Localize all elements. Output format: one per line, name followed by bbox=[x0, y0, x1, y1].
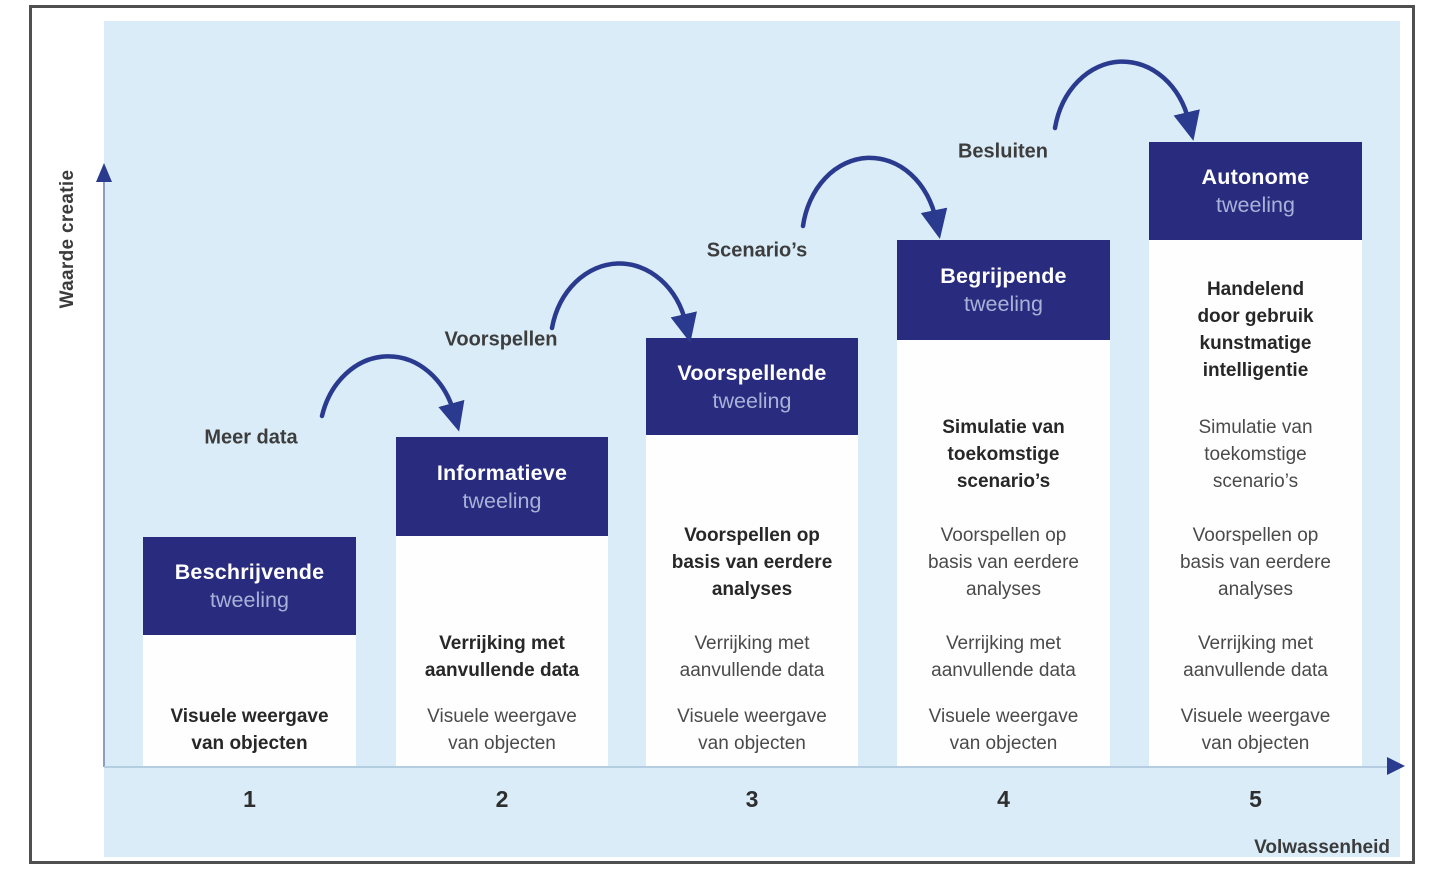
capability-voorspellen: Voorspellen op basis van eerdere analyse… bbox=[927, 525, 1080, 600]
level-2-title: Informatieve bbox=[436, 460, 568, 485]
x-tick-2: 2 bbox=[495, 786, 509, 812]
maturity-level-5-column: Autonome tweeling Handelend door gebruik… bbox=[1149, 0, 1362, 879]
maturity-level-4-column: Begrijpende tweeling Simulatie van toeko… bbox=[897, 0, 1110, 879]
level-3-title: Voorspellende bbox=[677, 360, 827, 385]
capability-visuele-weergave: Visuele weergave van objecten bbox=[427, 706, 577, 754]
x-axis-label: Volwassenheid bbox=[1254, 837, 1390, 858]
x-axis-line bbox=[104, 766, 1389, 768]
capability-stack bbox=[646, 435, 858, 766]
arrow-label-voorspellen: Voorspellen bbox=[444, 328, 558, 351]
capability-visuele-weergave: Visuele weergave van objecten bbox=[928, 706, 1079, 754]
capability-verrijking: Verrijking met aanvullende data bbox=[424, 633, 580, 681]
x-tick-4: 4 bbox=[997, 786, 1010, 812]
capability-visuele-weergave: Visuele weergave van objecten bbox=[1180, 706, 1331, 754]
capability-verrijking: Verrijking met aanvullende data bbox=[679, 633, 825, 681]
level-4-box: Begrijpende tweeling bbox=[897, 240, 1110, 340]
maturity-level-2-column: Informatieve tweeling Verrijking met aan… bbox=[396, 0, 608, 879]
capability-stack bbox=[1149, 240, 1362, 766]
level-2-subtitle: tweeling bbox=[462, 488, 542, 513]
arrow-label-besluiten: Besluiten bbox=[957, 140, 1049, 163]
x-tick-1: 1 bbox=[243, 786, 256, 812]
y-axis-arrowhead-icon bbox=[96, 163, 112, 182]
arrow-label-meer-data: Meer data bbox=[204, 426, 298, 449]
capability-stack bbox=[396, 536, 608, 766]
level-5-title: Autonome bbox=[1201, 165, 1310, 189]
capability-simulatie: Simulatie van toekomstige scenario’s bbox=[1198, 417, 1313, 492]
x-tick-3: 3 bbox=[745, 786, 759, 812]
capability-visuele-weergave: Visuele weergave van objecten bbox=[170, 706, 329, 754]
x-tick-5: 5 bbox=[1249, 786, 1262, 812]
capability-handelend: Handelend door gebruik kunstmatige intel… bbox=[1197, 279, 1314, 381]
level-4-title: Begrijpende bbox=[940, 264, 1067, 288]
level-3-subtitle: tweeling bbox=[712, 388, 792, 413]
level-5-box: Autonome tweeling bbox=[1149, 142, 1362, 240]
capability-visuele-weergave: Visuele weergave van objecten bbox=[677, 706, 827, 754]
figure-border bbox=[29, 5, 1415, 864]
y-axis-line bbox=[103, 176, 105, 767]
level-2-box: Informatieve tweeling bbox=[396, 437, 608, 536]
level-4-subtitle: tweeling bbox=[964, 292, 1043, 316]
arrow-label-scenarios: Scenario’s bbox=[706, 239, 808, 262]
level-1-title: Beschrijvende bbox=[174, 560, 325, 584]
level-5-subtitle: tweeling bbox=[1216, 193, 1295, 217]
capability-verrijking: Verrijking met aanvullende data bbox=[931, 633, 1076, 681]
capability-simulatie: Simulatie van toekomstige scenario’s bbox=[942, 417, 1065, 492]
level-1-box: Beschrijvende tweeling bbox=[143, 537, 356, 635]
maturity-level-1-column: Beschrijvende tweeling Visuele weergave … bbox=[143, 0, 356, 879]
y-axis-label: Waarde creatie bbox=[57, 169, 78, 309]
level-1-subtitle: tweeling bbox=[210, 588, 289, 612]
capability-voorspellen: Voorspellen op basis van eerdere analyse… bbox=[1179, 525, 1332, 600]
x-axis-arrowhead-icon bbox=[1387, 757, 1405, 775]
capability-stack bbox=[143, 635, 356, 766]
maturity-level-3-column: Voorspellende tweeling Voorspellen op ba… bbox=[646, 0, 858, 879]
capability-voorspellen: Voorspellen op basis van eerdere analyse… bbox=[671, 525, 833, 600]
level-3-box: Voorspellende tweeling bbox=[646, 338, 858, 435]
capability-verrijking: Verrijking met aanvullende data bbox=[1183, 633, 1328, 681]
capability-stack bbox=[897, 340, 1110, 766]
